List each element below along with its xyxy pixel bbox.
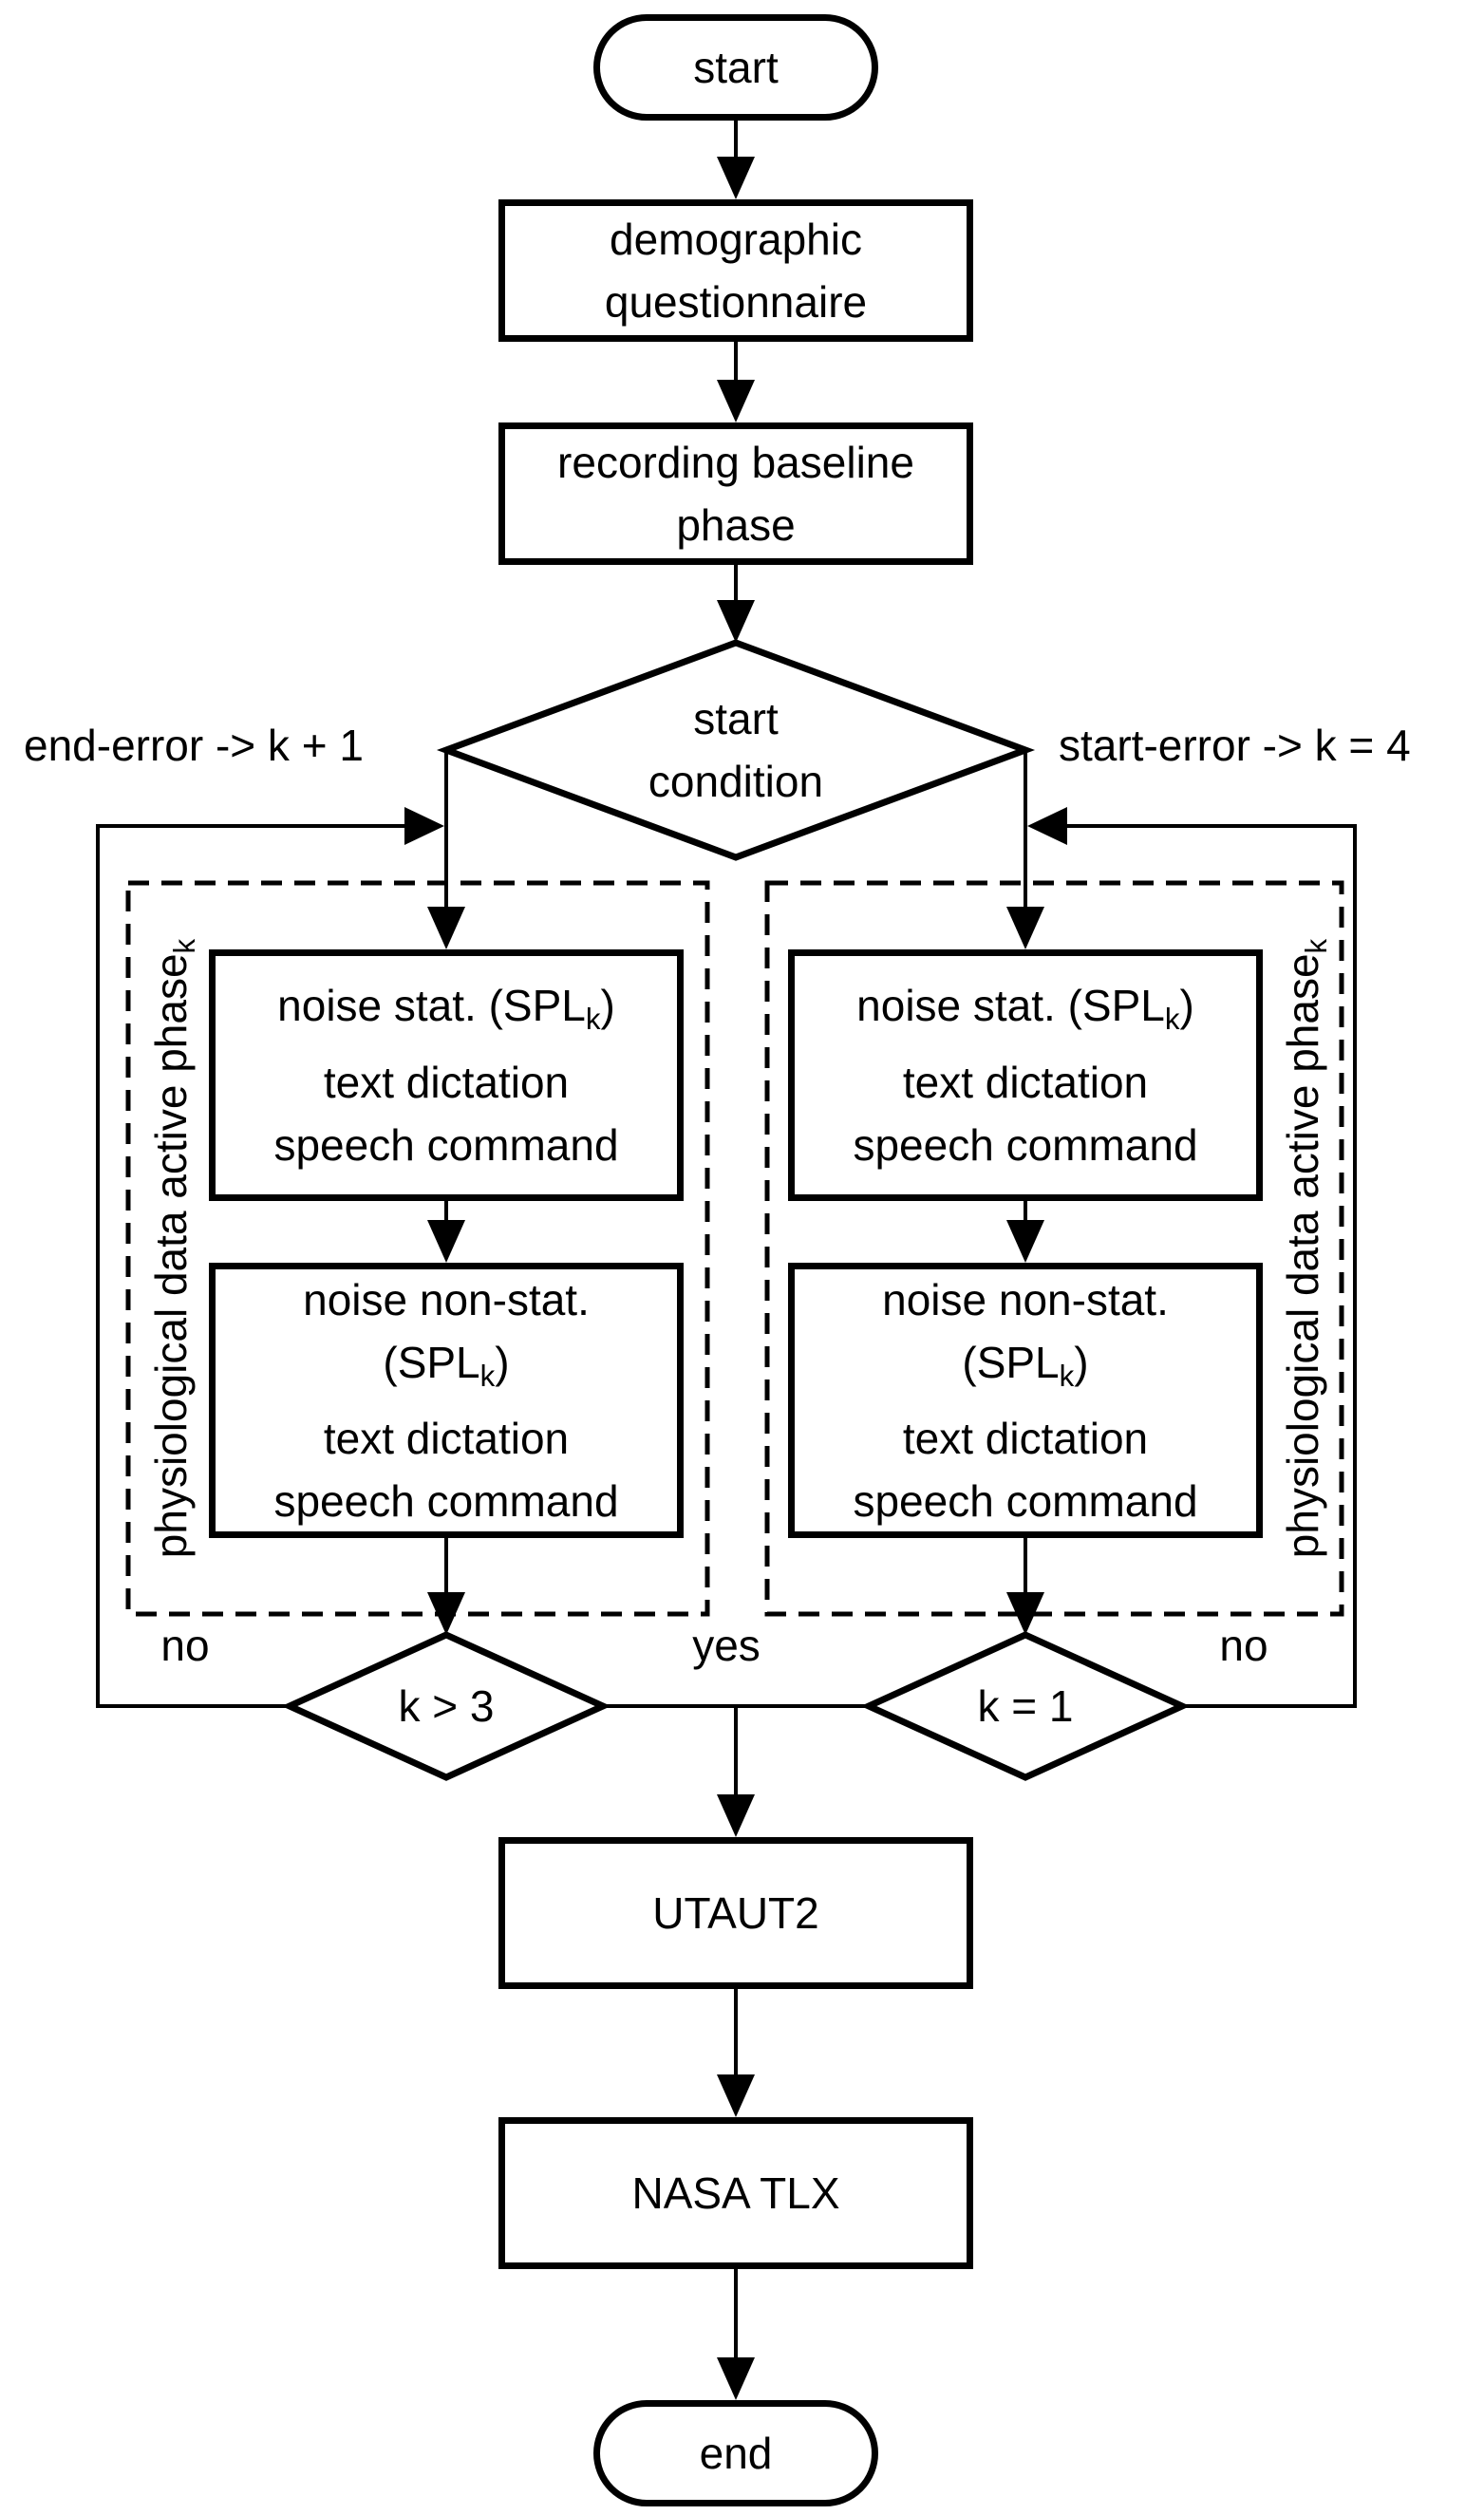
right-noise-nonstat-l2-post: ) xyxy=(1074,1337,1089,1387)
right-noise-nonstat-box: noise non-stat. (SPLk) text dictation sp… xyxy=(788,1263,1263,1538)
arrowhead-right-box2 xyxy=(1006,1220,1044,1263)
right-noise-stat-line-1: noise stat. (SPLk) xyxy=(856,974,1194,1051)
left-phase-frame xyxy=(125,880,710,1617)
no-label-right: no xyxy=(1219,1621,1268,1670)
k-eq-1-label: k = 1 xyxy=(977,1681,1074,1731)
end-terminal: end xyxy=(593,2400,878,2506)
start-condition-line-2: condition xyxy=(648,757,824,806)
recording-baseline-box: recording baseline phase xyxy=(498,422,973,565)
arrowheads xyxy=(404,157,1067,2400)
right-noise-nonstat-line-4: speech command xyxy=(853,1476,1198,1527)
arrowhead-right-box1 xyxy=(1006,907,1044,949)
connector-lines xyxy=(96,121,1357,2359)
start-error-annotation: start-error -> k = 4 xyxy=(1059,721,1411,770)
left-noise-nonstat-line-4: speech command xyxy=(273,1476,619,1527)
arrowhead-right-decision xyxy=(1006,1592,1044,1635)
right-phase-rotated-label: physiological data active phasek xyxy=(1271,878,1334,1619)
right-noise-stat-l1-sub: k xyxy=(1164,1002,1180,1036)
left-noise-nonstat-box: noise non-stat. (SPLk) text dictation sp… xyxy=(209,1263,684,1538)
arrowhead-recording xyxy=(717,380,755,422)
left-phase-rotated-label: physiological data active phasek xyxy=(140,878,202,1619)
right-noise-nonstat-l2-sub: k xyxy=(1059,1359,1075,1393)
utaut2-label: UTAUT2 xyxy=(652,1888,819,1938)
right-phase-label-text: physiological data active phase xyxy=(1278,953,1327,1559)
arrowhead-nasa xyxy=(717,2074,755,2117)
nasa-tlx-box: NASA TLX xyxy=(498,2117,973,2269)
arrowhead-right-loop xyxy=(1027,807,1067,845)
left-noise-stat-line-1: noise stat. (SPLk) xyxy=(277,974,615,1051)
start-terminal-label: start xyxy=(693,43,779,92)
right-noise-nonstat-l2-pre: (SPL xyxy=(962,1337,1060,1387)
arrowhead-left-box2 xyxy=(427,1220,465,1263)
k-eq-1-diamond-shape xyxy=(860,1631,1191,1781)
left-noise-nonstat-l2-post: ) xyxy=(495,1337,510,1387)
left-noise-nonstat-line-3: text dictation xyxy=(323,1414,570,1464)
arrowhead-left-box1 xyxy=(427,907,465,949)
end-terminal-label: end xyxy=(699,2429,773,2478)
right-phase-label-subscript: k xyxy=(1299,938,1333,954)
recording-line-2: phase xyxy=(676,500,796,550)
demographic-questionnaire-box: demographic questionnaire xyxy=(498,199,973,342)
left-phase-label-subscript: k xyxy=(167,938,201,954)
right-noise-nonstat-line-3: text dictation xyxy=(902,1414,1149,1464)
right-noise-stat-l1-post: ) xyxy=(1179,981,1194,1031)
start-condition-diamond-shape xyxy=(436,639,1036,861)
arrowhead-condition xyxy=(717,600,755,643)
left-noise-nonstat-line-2: (SPLk) xyxy=(383,1331,509,1408)
recording-line-1: recording baseline xyxy=(557,438,914,487)
k-gt-3-diamond-shape xyxy=(281,1631,611,1781)
right-noise-nonstat-line-2: (SPLk) xyxy=(962,1331,1088,1408)
no-label-left: no xyxy=(160,1621,210,1670)
end-error-annotation: end-error -> k + 1 xyxy=(24,721,364,770)
start-condition-line-1: start xyxy=(693,694,779,743)
arrowhead-left-decision xyxy=(427,1592,465,1635)
nasa-tlx-label: NASA TLX xyxy=(631,2168,840,2218)
right-noise-stat-line-2: text dictation xyxy=(902,1057,1149,1107)
right-phase-frame xyxy=(764,880,1344,1617)
left-noise-stat-line-3: speech command xyxy=(273,1119,619,1170)
left-noise-stat-box: noise stat. (SPLk) text dictation speech… xyxy=(209,949,684,1201)
utaut2-box: UTAUT2 xyxy=(498,1837,973,1989)
left-noise-nonstat-line-1: noise non-stat. xyxy=(303,1274,590,1324)
start-terminal: start xyxy=(593,14,878,121)
left-noise-stat-line-2: text dictation xyxy=(323,1057,570,1107)
arrowhead-end xyxy=(717,2357,755,2400)
left-phase-label-text: physiological data active phase xyxy=(146,953,196,1559)
left-noise-nonstat-l2-pre: (SPL xyxy=(383,1337,480,1387)
demographic-line-2: questionnaire xyxy=(604,277,868,327)
left-noise-stat-l1-sub: k xyxy=(585,1002,601,1036)
decision-diamonds xyxy=(281,639,1191,1781)
left-noise-stat-l1-post: ) xyxy=(600,981,615,1031)
demographic-line-1: demographic xyxy=(610,215,862,264)
arrowhead-left-loop xyxy=(404,807,444,845)
right-noise-stat-l1-pre: noise stat. (SPL xyxy=(856,981,1165,1031)
arrowhead-utaut2 xyxy=(717,1794,755,1837)
right-loop-line xyxy=(1067,824,1357,1708)
right-noise-stat-line-3: speech command xyxy=(853,1119,1198,1170)
yes-label: yes xyxy=(692,1621,761,1670)
right-noise-stat-box: noise stat. (SPLk) text dictation speech… xyxy=(788,949,1263,1201)
start-condition-label: start condition xyxy=(593,684,878,816)
arrowhead-demographic xyxy=(717,157,755,199)
right-noise-nonstat-line-1: noise non-stat. xyxy=(882,1274,1169,1324)
left-noise-stat-l1-pre: noise stat. (SPL xyxy=(277,981,586,1031)
left-noise-nonstat-l2-sub: k xyxy=(479,1359,496,1393)
dashed-phase-frames xyxy=(125,880,1344,1617)
k-gt-3-label: k > 3 xyxy=(398,1681,495,1731)
left-loop-line xyxy=(96,824,406,1708)
